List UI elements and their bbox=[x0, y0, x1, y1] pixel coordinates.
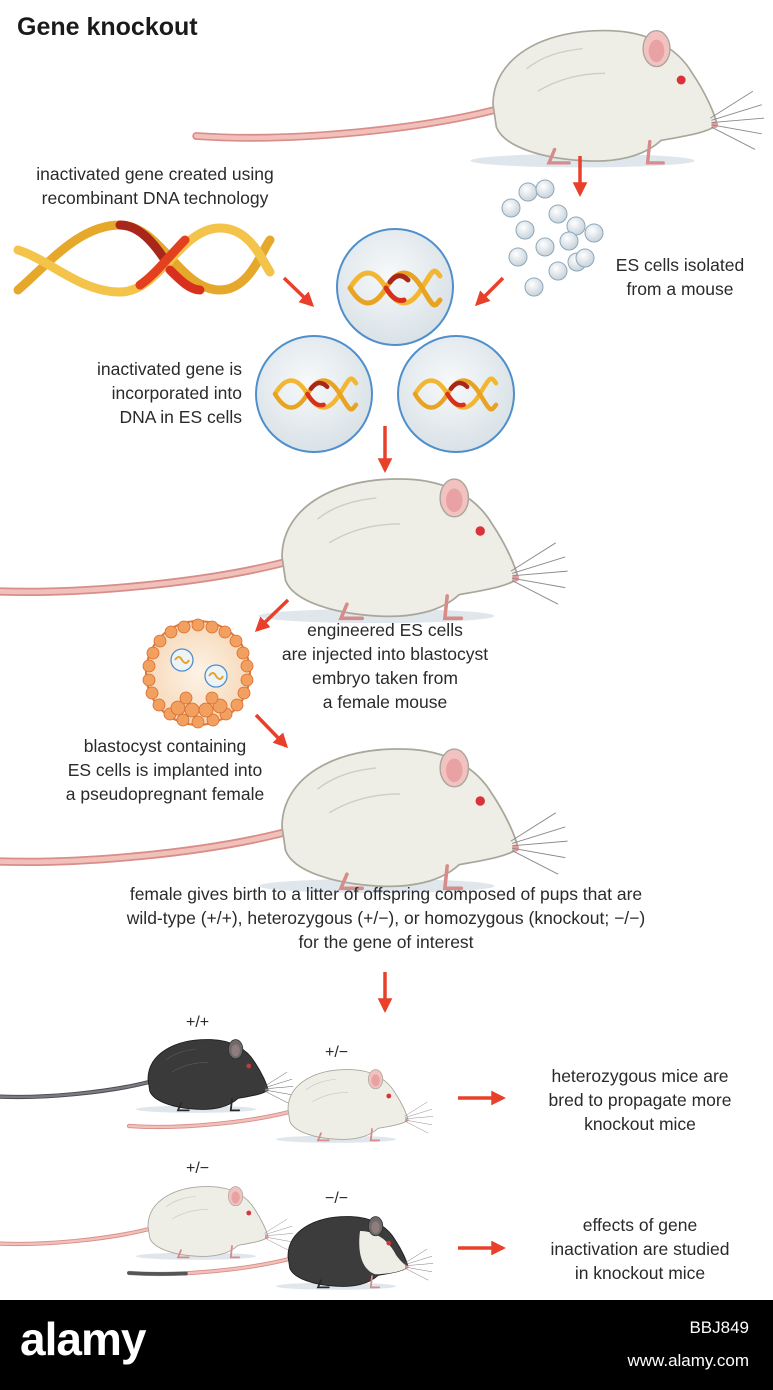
label-line: a pseudopregnant female bbox=[65, 784, 265, 804]
label-birth: female gives birth to a litter of offspr… bbox=[46, 882, 726, 954]
label-injected: engineered ES cells are injected into bl… bbox=[255, 618, 515, 714]
es-cell-left bbox=[255, 335, 373, 453]
label-implanted: blastocyst containing ES cells is implan… bbox=[40, 734, 290, 806]
label-line: from a mouse bbox=[626, 279, 734, 299]
label-studied: effects of gene inactivation are studied… bbox=[520, 1213, 760, 1285]
es-cell-right bbox=[397, 335, 515, 453]
label-line: incorporated into bbox=[111, 383, 242, 403]
label-line: wild-type (+/+), heterozygous (+/−), or … bbox=[126, 908, 646, 928]
label-incorporated: inactivated gene is incorporated into DN… bbox=[60, 357, 242, 429]
label-line: are injected into blastocyst bbox=[281, 644, 489, 664]
arrow-es-to-cell bbox=[474, 276, 505, 307]
mouse-wild-type bbox=[0, 1040, 293, 1113]
label-line: blastocyst containing bbox=[83, 736, 247, 756]
image-id: BBJ849 bbox=[689, 1318, 749, 1337]
label-line: ES cells isolated bbox=[615, 255, 745, 275]
label-bred: heterozygous mice are bred to propagate … bbox=[520, 1064, 760, 1136]
label-line: recombinant DNA technology bbox=[41, 188, 269, 208]
gene-knockout-diagram bbox=[0, 0, 773, 1300]
genotype-knockout: −/− bbox=[325, 1190, 349, 1207]
label-line: female gives birth to a litter of offspr… bbox=[129, 884, 643, 904]
mouse-heterozygous-b bbox=[0, 1187, 293, 1260]
label-line: for the gene of interest bbox=[298, 932, 474, 952]
label-line: knockout mice bbox=[584, 1114, 696, 1134]
source-mouse bbox=[196, 31, 764, 168]
genotype-wild-type: +/+ bbox=[186, 1014, 210, 1031]
label-es-isolated: ES cells isolated from a mouse bbox=[600, 253, 760, 301]
label-line: ES cells is implanted into bbox=[67, 760, 263, 780]
es-cells-cluster bbox=[501, 179, 604, 297]
label-line: effects of gene bbox=[582, 1215, 698, 1235]
blastocyst bbox=[142, 618, 254, 729]
label-recombinant: inactivated gene created using recombina… bbox=[10, 162, 300, 210]
label-line: DNA in ES cells bbox=[119, 407, 242, 427]
label-line: inactivated gene is bbox=[97, 359, 242, 379]
page-title: Gene knockout bbox=[17, 13, 198, 41]
donor-mouse bbox=[0, 479, 568, 623]
brand-logo: alamy bbox=[20, 1313, 146, 1365]
label-line: engineered ES cells bbox=[307, 620, 463, 640]
genotype-heterozygous-a: +/− bbox=[325, 1044, 349, 1061]
es-cell-top bbox=[336, 228, 454, 346]
label-line: inactivated gene created using bbox=[36, 164, 274, 184]
label-line: bred to propagate more bbox=[548, 1090, 732, 1110]
arrow-dna-to-cell bbox=[282, 276, 315, 308]
recombinant-dna-helix bbox=[13, 220, 275, 297]
label-line: embryo taken from bbox=[312, 668, 458, 688]
site-url: www.alamy.com bbox=[627, 1351, 749, 1370]
label-line: a female mouse bbox=[322, 692, 448, 712]
label-line: heterozygous mice are bbox=[551, 1066, 729, 1086]
label-line: in knockout mice bbox=[574, 1263, 706, 1283]
arrow-mouse-to-blastocyst bbox=[254, 598, 290, 633]
arrow-blastocyst-to-female bbox=[254, 713, 289, 749]
label-line: inactivation are studied bbox=[550, 1239, 730, 1259]
watermark-footer: alamy BBJ849 www.alamy.com bbox=[0, 1300, 773, 1390]
genotype-heterozygous-b: +/− bbox=[186, 1160, 210, 1177]
